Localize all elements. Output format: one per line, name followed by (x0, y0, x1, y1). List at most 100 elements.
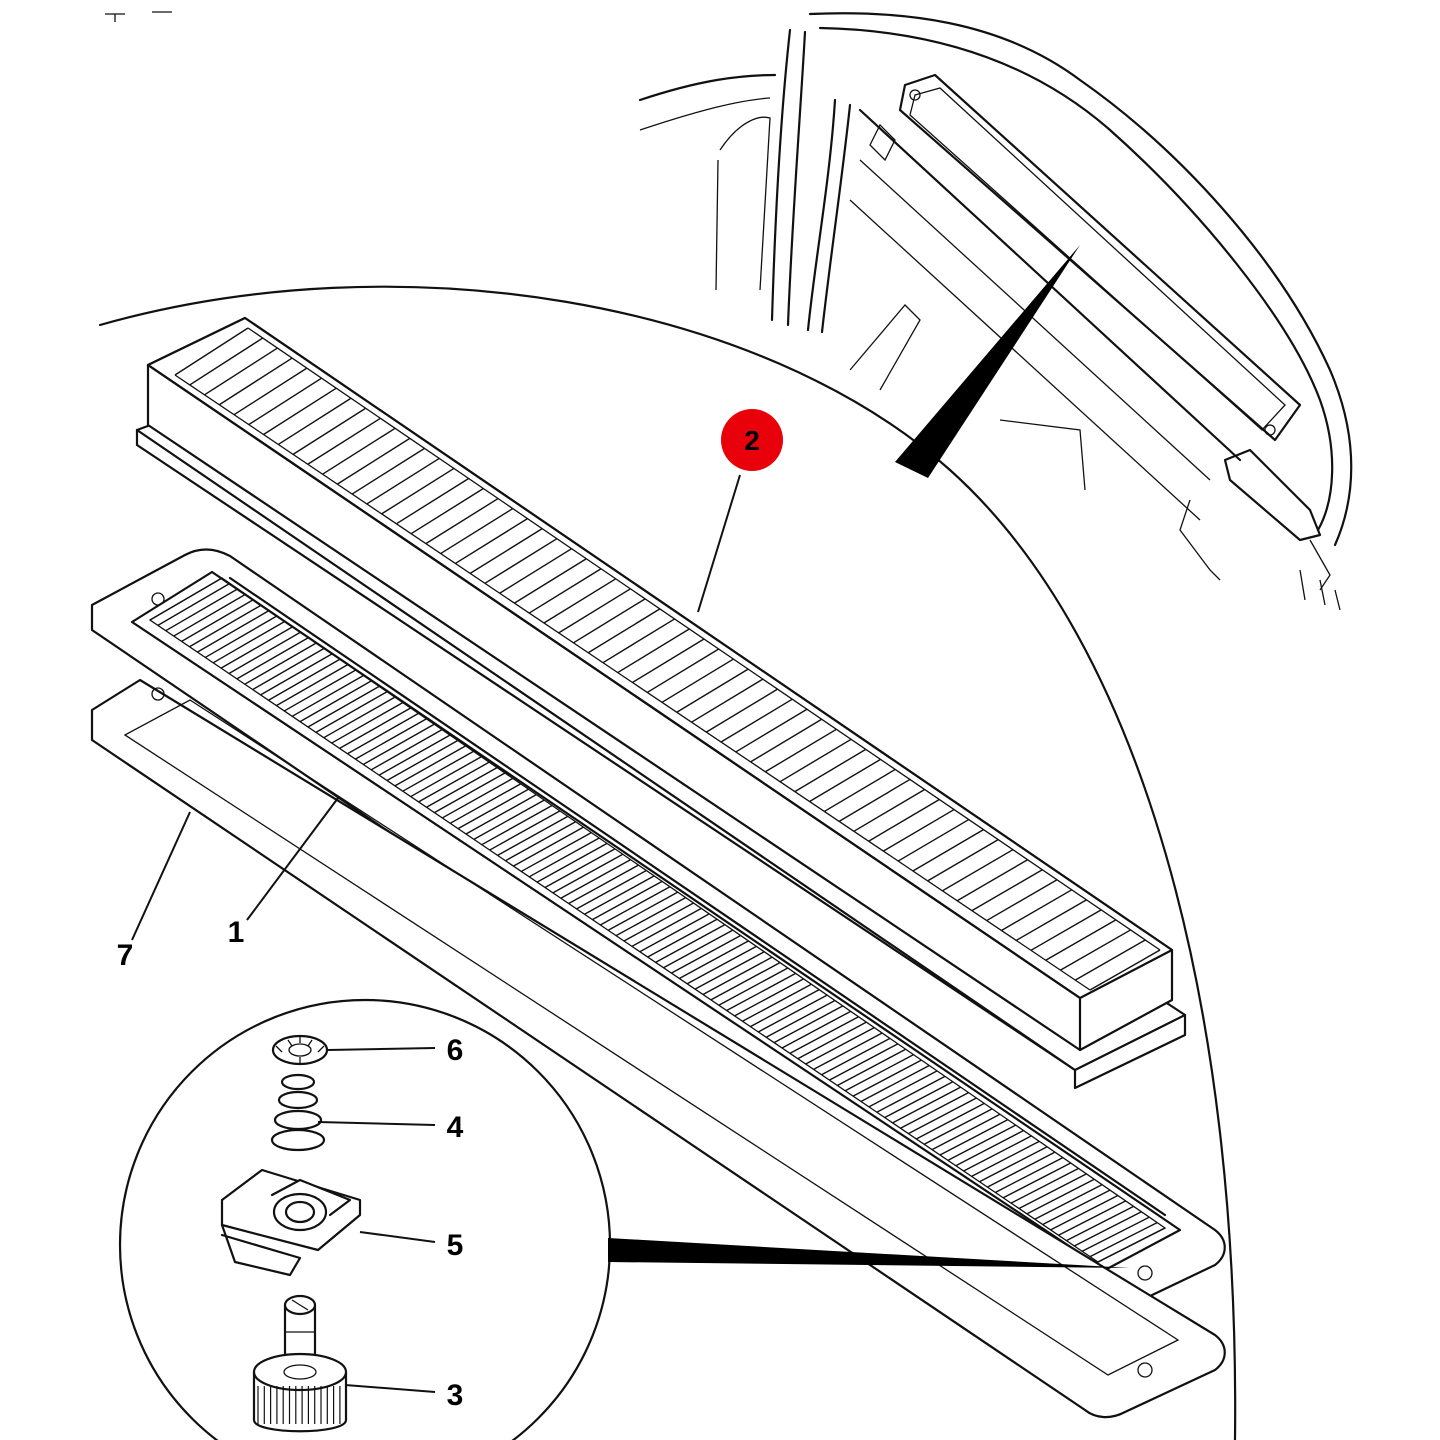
vehicle-cowl-icon (638, 12, 1353, 611)
pleat-line (1066, 1205, 1134, 1242)
pleat-line (678, 940, 749, 980)
pleat-line (233, 367, 308, 416)
pleat-line (568, 864, 639, 905)
pleat-line (726, 972, 796, 1012)
pleat-line (691, 678, 764, 723)
pleat-line (426, 766, 498, 808)
pleat-line (971, 869, 1043, 912)
pleat-line (283, 669, 356, 712)
pleat-line (617, 628, 690, 674)
callout-2-label: 2 (744, 425, 760, 456)
pleat-line (1045, 919, 1117, 961)
pleat-line (248, 377, 322, 426)
pleat-line (702, 956, 773, 996)
pleat-line (469, 528, 543, 574)
pleat-line (252, 647, 325, 691)
pleat-line (587, 608, 661, 654)
pleat-line (908, 1097, 977, 1135)
pleat-line (307, 417, 381, 465)
pleat-line (362, 723, 435, 766)
pleat-line (455, 518, 528, 565)
pleat-line (505, 821, 576, 862)
pleat-line (955, 1129, 1024, 1167)
pleat-line (573, 598, 646, 644)
pleat-line (560, 859, 631, 899)
pleat-line (292, 407, 367, 455)
hardware-detail-circle (118, 998, 612, 1440)
pleat-line (268, 658, 341, 701)
pleat-line (394, 745, 466, 787)
callout-3-label[interactable]: 3 (447, 1379, 464, 1412)
callout-4-label[interactable]: 4 (447, 1111, 464, 1144)
pleat-line (220, 626, 294, 669)
pleat-line (947, 1124, 1017, 1161)
pleat-line (750, 989, 820, 1028)
pleat-line (291, 674, 364, 717)
pleat-line (189, 337, 264, 386)
pleat-line (347, 712, 419, 755)
pleat-line (632, 638, 705, 684)
pleat-line (558, 588, 631, 634)
callout-6-label[interactable]: 6 (447, 1034, 464, 1067)
registration-marks (105, 11, 172, 22)
pleat-line (789, 1016, 859, 1054)
pleat-line (876, 1075, 946, 1113)
pleat-line (1050, 1194, 1119, 1231)
callout-5-label[interactable]: 5 (447, 1229, 464, 1262)
pleat-line (149, 577, 223, 621)
pleat-line (705, 688, 778, 733)
callout-7-label[interactable]: 7 (117, 939, 134, 972)
pleat-line (260, 653, 333, 696)
pleat-line (710, 961, 781, 1001)
pleat-line (718, 967, 789, 1006)
detail-pointer (895, 245, 1080, 478)
pleat-line (971, 1140, 1040, 1178)
pleat-line (671, 934, 741, 974)
pleat-line (1018, 1173, 1087, 1210)
callout-2-badge[interactable] (721, 409, 783, 471)
pleat-line (923, 1108, 993, 1145)
pleat-line (900, 1091, 969, 1129)
pleat-line (499, 548, 572, 594)
pleat-line (434, 772, 506, 814)
pleat-line (497, 815, 569, 857)
pleat-line (844, 1054, 914, 1092)
pleat-line (395, 477, 470, 525)
pleat-line (829, 1043, 899, 1081)
pleat-line (1097, 1227, 1166, 1263)
pleat-line (440, 507, 514, 555)
callout-1-label[interactable]: 1 (228, 916, 245, 949)
pleat-line (331, 701, 404, 744)
pleat-line (1060, 929, 1131, 971)
spring-icon (270, 1073, 326, 1152)
pleat-line (720, 698, 793, 743)
pleat-line (457, 788, 529, 830)
pleat-line (750, 718, 823, 763)
pleat-line (212, 620, 286, 664)
pleat-line (986, 879, 1058, 922)
pleat-line (838, 778, 911, 822)
pleat-line (536, 842, 608, 883)
pleat-line (853, 788, 926, 832)
pleat-line (299, 680, 372, 723)
pleat-line (647, 918, 718, 958)
spring-clip-nut-icon (220, 1168, 362, 1277)
pleat-line (956, 859, 1028, 902)
leader-lines (131, 474, 741, 1393)
pleat-line (514, 558, 587, 604)
pleat-line (381, 467, 455, 515)
pleat-line (351, 447, 425, 495)
pleat-line (402, 750, 474, 792)
pleat-line (765, 999, 836, 1038)
pleat-line (339, 707, 411, 750)
pleat-line (931, 1113, 1001, 1151)
pleat-line (836, 1048, 907, 1087)
pleat-line (244, 642, 317, 685)
pleat-line (204, 347, 278, 396)
pleat-line (1030, 909, 1102, 951)
pleat-line (218, 357, 293, 406)
pleat-line (897, 818, 970, 862)
pleat-line (1026, 1178, 1095, 1215)
pleat-line (552, 853, 624, 894)
